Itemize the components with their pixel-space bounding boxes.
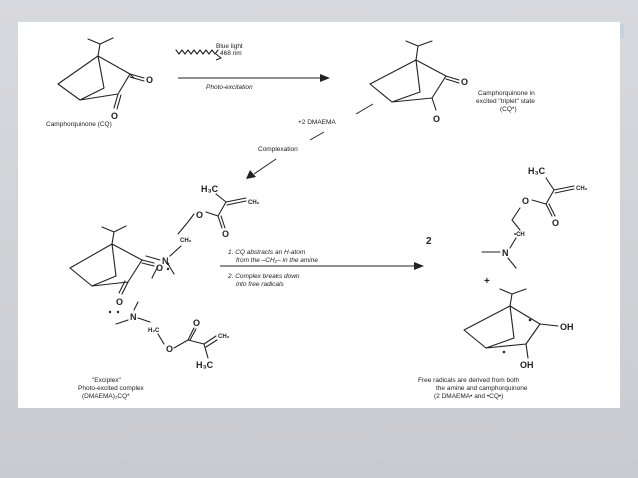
photo-excitation-label: Photo-excitation [206,84,253,91]
complexation-arrowhead [246,170,256,179]
free-radicals-label-1: Free radicals are derived from both [418,377,520,384]
exciplex-carbonyl-o-bottom: O [193,318,200,328]
exciplex-ch2-link-top: CH₂ [180,238,192,244]
dmaema-connector-mid [309,131,325,141]
camphorquinone-label: Camphorquinone (CQ) [46,121,112,128]
complexation-arrow [253,158,277,175]
blue-light-label: Blue light [216,43,243,50]
free-radicals-label-3: (2 DMAEMA• and •CQ•) [434,393,503,400]
exciplex-label-2: Photo-excited complex [78,385,145,392]
cq-star-oxygen-right: O [461,77,468,87]
cq-radical-oh-right: OH [560,322,574,332]
radical-n: N [502,248,509,258]
triplet-label-3: (CQ*) [500,106,517,113]
step-2-line-2: into free radicals [236,281,284,288]
cq-oxygen-bottom: O [111,111,118,121]
radical-ch2-top: CH₂ [576,186,588,192]
exciplex-h2c-bottom: H₂C [148,328,160,334]
radical-formation-arrowhead [414,262,424,270]
excited-cq-structure: O O [369,40,468,124]
photo-excitation-arrowhead [320,74,330,82]
cq-radical-structure: OH OH [463,288,574,370]
exciplex-n-bottom: N [130,312,137,322]
step-1-line-2: from the –CH₂– in the amine [236,257,318,264]
cq-star-oxygen-bottom: O [433,114,440,124]
step-1-line-1: 1. CQ abstracts an H-atom [228,249,306,256]
exciplex-ch2-top: CH₂ [248,200,260,206]
radical-carbonyl-o: O [552,218,559,228]
radical-ester-o: O [522,196,529,206]
exciplex-o-right: O [156,263,163,273]
wavelength-label: 468 nm [220,50,242,57]
radical-coefficient: 2 [426,236,432,247]
blue-light-wave [175,49,219,55]
cq-radical-oh-bottom: OH [520,360,534,370]
blue-light-wave-head [215,53,222,61]
exciplex-ester-o-top: O [196,210,203,220]
radical-h3c: H₃C [528,166,546,176]
exciplex-label-1: "Exciplex" [92,377,122,384]
radical-ch: •CH [514,232,525,238]
step-2-line-1: 2. Complex breaks down [227,273,300,280]
free-radicals-label-2: the amine and camphorquinone [436,385,528,392]
exciplex-ester-o-bottom: O [166,344,173,354]
plus-dmaema-label: +2 DMAEMA [298,119,336,126]
triplet-label-1: Camphorquinone in [478,90,535,97]
exciplex-o-bottom: O [116,297,123,307]
exciplex-h3c-top: H₃C [201,184,219,194]
camphorquinone-structure: O O [57,37,153,121]
complexation-label: Complexation [258,146,298,153]
dmaema-radical-structure: H₃C CH₂ O O •CH N [481,166,588,269]
triplet-label-2: excited "triplet" state [476,98,535,105]
exciplex-n-top: N [162,256,169,266]
exciplex-structure: H₃C CH₂ O O CH₂ N O O [69,184,260,370]
exciplex-h3c-bottom: H₃C [196,360,214,370]
diagram-page: O O Camphorquinone (CQ) Blue light 468 n… [18,22,620,408]
plus-sign: + [484,276,490,287]
dmaema-connector-top [355,103,374,115]
cq-oxygen-right: O [146,75,153,85]
exciplex-label-3: (DMAEMA)₂CQ* [82,393,130,400]
exciplex-carbonyl-o: O [222,229,229,239]
reaction-diagram: O O Camphorquinone (CQ) Blue light 468 n… [46,37,588,400]
exciplex-ch2-bottom: CH₂ [218,334,230,340]
